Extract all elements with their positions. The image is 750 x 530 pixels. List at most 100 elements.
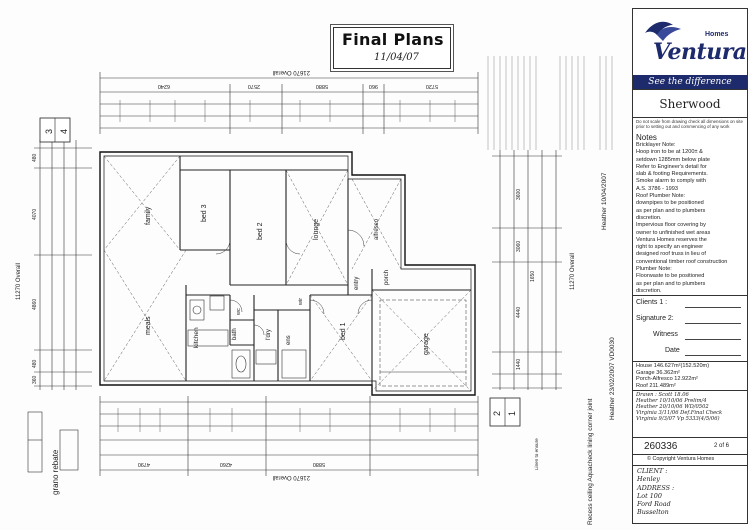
stamp-title: Final Plans xyxy=(342,30,444,49)
plan-name: Sherwood xyxy=(659,97,721,111)
signature2-label: Signature 2: xyxy=(636,315,674,322)
witness-line[interactable] xyxy=(685,339,741,340)
top-dim-2: 2570 xyxy=(248,83,260,89)
note-line: A.S. 3786 - 1993 xyxy=(636,185,678,192)
job-number-box: 260336 2 of 6 xyxy=(636,439,743,452)
note-line: Plumber Note: xyxy=(636,266,672,273)
recess-note: Recess ceiling Aquacheck lining corner j… xyxy=(587,398,594,525)
date-line[interactable] xyxy=(685,355,741,356)
note-line: Bricklayer Note: xyxy=(636,142,676,148)
bird-logo-icon xyxy=(645,21,681,41)
note-line: discretion. xyxy=(636,287,662,294)
room-bath: bath xyxy=(232,328,238,340)
note-line: setdown 1285mm below plate xyxy=(636,156,711,163)
divider xyxy=(633,390,747,391)
room-wc: wc xyxy=(236,308,242,316)
room-porch: porch xyxy=(384,270,390,285)
note-line: designed roof truss in lieu of xyxy=(636,251,706,258)
room-bed3: bed 3 xyxy=(201,204,208,222)
svg-text:1: 1 xyxy=(507,411,517,416)
copyright: © Copyright Ventura Homes xyxy=(647,456,715,462)
right-dim-3: 4440 xyxy=(516,307,522,318)
job-number: 260336 xyxy=(644,441,678,452)
client-line: CLIENT : xyxy=(637,467,668,475)
top-dimension-lines xyxy=(99,72,479,134)
room-garage: garage xyxy=(423,333,430,355)
drawing-revisions: Drawn : Scott 18.06 Heather 10/10/06 Pre… xyxy=(636,392,722,422)
client1-signature-line[interactable] xyxy=(685,307,741,308)
top-dim-1: 6240 xyxy=(158,83,170,89)
area-roof: Roof 211.489m² xyxy=(636,382,676,389)
bottom-dim-3: 5880 xyxy=(313,461,325,467)
revision-row: Virginia 3/11/06 Def.Final Check xyxy=(636,410,723,416)
section-marker-bottom: 2 1 xyxy=(489,397,521,427)
area-house: House 146.627m²(152.520m) xyxy=(636,363,710,369)
note-line: right to specify an engineer xyxy=(636,244,704,251)
left-dim-4: 480 xyxy=(32,359,38,368)
client-line: Henley xyxy=(637,475,660,484)
bottom-dim-1: 4790 xyxy=(138,461,150,467)
note-line: Impervious floor covering by xyxy=(636,222,706,229)
spec-note-lines xyxy=(487,56,613,150)
area-schedule: House 146.627m²(152.520m) Garage 36.362m… xyxy=(636,363,709,389)
bottom-dimension-lines xyxy=(99,396,479,476)
note-line: as per plan and to plumbers xyxy=(636,280,706,287)
grano-rebate-detail xyxy=(27,411,79,473)
top-dim-3: 5880 xyxy=(316,83,328,89)
right-dim-2: 3060 xyxy=(516,241,522,252)
bottom-dim-2: 4260 xyxy=(220,461,232,467)
room-meals: meals xyxy=(145,316,152,335)
room-ens: ens xyxy=(286,335,292,345)
ventura-logo: Homes Ventura See the difference xyxy=(633,9,747,90)
room-family: family xyxy=(145,206,152,225)
note-line: Refer to Engineer's detail for xyxy=(636,163,707,170)
door-swings xyxy=(215,229,373,336)
external-walls xyxy=(99,151,476,396)
area-porch-alfresco: Porch-Alfresco 12.922m² xyxy=(636,376,698,382)
right-dim-1: 3600 xyxy=(516,189,522,200)
client-line: Ford Road xyxy=(637,500,671,509)
ceiling-lines xyxy=(103,155,472,392)
stamp-date: 11/04/07 xyxy=(374,52,419,63)
revision-row: Drawn : Scott 18.06 xyxy=(636,392,689,398)
divider xyxy=(633,437,747,438)
notes-heading: Notes xyxy=(636,133,657,142)
title-block: Homes Ventura See the difference Sherwoo… xyxy=(632,8,748,524)
note-line: downpipes to be positioned xyxy=(636,200,704,207)
garage-markings xyxy=(379,299,467,387)
kitchen-fixtures xyxy=(187,295,307,379)
revision-row: Heather 20/10/06 WD/0502 xyxy=(636,404,709,410)
divider xyxy=(633,361,747,362)
note-line: Hoop iron to be at 1200± & xyxy=(636,149,703,156)
left-dim-5: 360 xyxy=(32,375,38,384)
scale-note: Do not scale from drawing check all dime… xyxy=(636,119,743,129)
top-dim-5: 5720 xyxy=(426,83,438,89)
revision-row: Virginia 9/3/07 Vp 5333(4/5/06) xyxy=(636,416,720,422)
date-label: Date xyxy=(665,347,680,354)
room-bed1: bed 1 xyxy=(340,322,347,340)
overall-left-label: 11270 Overall xyxy=(16,263,22,300)
client-line: ADDRESS : xyxy=(637,483,675,492)
signature2-line[interactable] xyxy=(685,323,741,324)
room-entry: entry xyxy=(354,277,360,290)
side-revision-2: Heather 10/04/2007 xyxy=(601,172,608,230)
svg-text:3: 3 xyxy=(44,129,54,134)
overall-bottom-label: 21670 Overall xyxy=(273,474,310,480)
left-dim-2: 4070 xyxy=(32,209,38,220)
revision-row: Heather 10/10/06 Prelim/4 xyxy=(636,398,707,404)
grano-rebate-label: grano rebate xyxy=(51,449,60,495)
note-line: as per plan and to plumbers xyxy=(636,207,706,214)
note-line: owner to unfinished wet areas xyxy=(636,229,711,236)
room-kitchen: kitchen xyxy=(193,327,200,348)
divider xyxy=(633,295,747,296)
brand-name: Ventura xyxy=(653,39,747,65)
overall-right-label: 11270 Overall xyxy=(570,253,576,290)
note-line: conventional timber roof construction xyxy=(636,258,728,265)
right-dimension-lines xyxy=(492,150,562,390)
note-line: Ventura Homes reserves the xyxy=(636,236,707,243)
note-line: Roof Plumber Note: xyxy=(636,193,686,200)
divider xyxy=(633,465,747,466)
right-dim-5: 1650 xyxy=(530,271,536,282)
overall-top-label: 21670 Overall xyxy=(273,69,310,75)
